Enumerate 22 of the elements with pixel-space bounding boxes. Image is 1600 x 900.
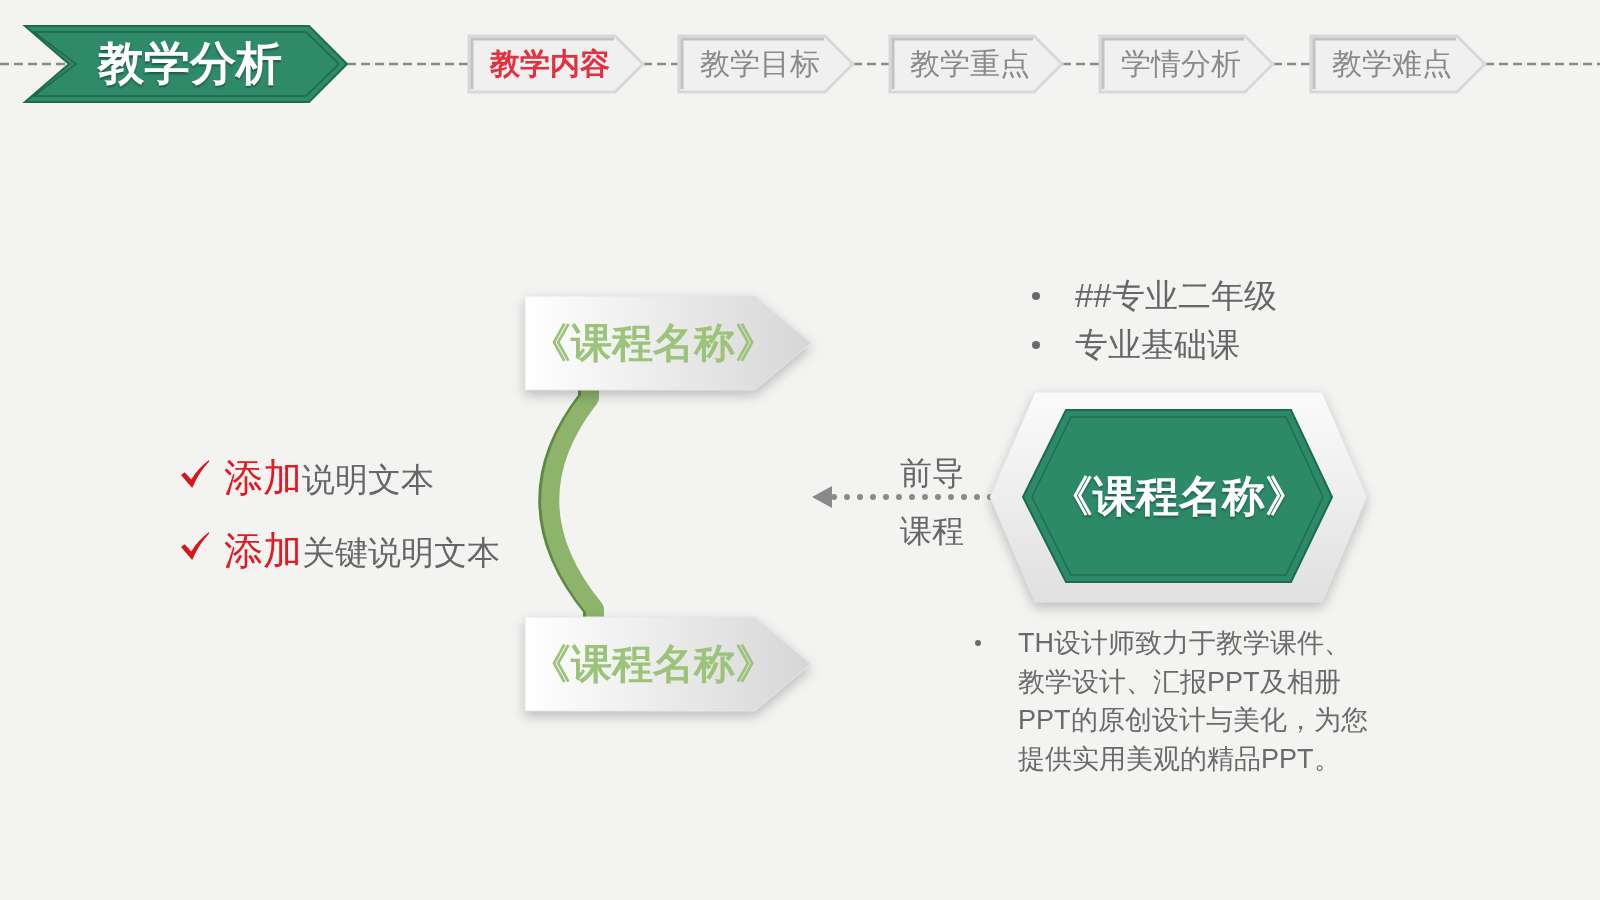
checklist-item: 添加关键说明文本 xyxy=(224,528,500,574)
dashed-line xyxy=(1062,62,1100,66)
title-banner: 教学分析 xyxy=(25,26,347,102)
list-item: ##专业二年级 xyxy=(1075,276,1277,316)
nav-tab: 教学目标 xyxy=(679,36,853,92)
dashed-line xyxy=(853,62,890,66)
dashed-line xyxy=(347,62,469,66)
list-item: 专业基础课 xyxy=(1075,325,1240,365)
nav-tab: 学情分析 xyxy=(1100,36,1273,92)
paragraph: TH设计师致力于教学课件、教学设计、汇报PPT及相册PPT的原创设计与美化，为您提供实用美观的精品PPT。 xyxy=(1018,627,1369,776)
arrow-box: 《课程名称》 xyxy=(525,296,811,390)
nav-tab: 教学重点 xyxy=(890,36,1062,92)
checklist-item: 添加说明文本 xyxy=(224,455,434,501)
edge-label: 前导课程 xyxy=(900,454,965,551)
nav-tab: 教学内容 xyxy=(469,36,643,92)
hexagon-box: 《课程名称》 xyxy=(990,392,1367,602)
arrow-box: 《课程名称》 xyxy=(525,617,811,711)
nav-tab: 教学难点 xyxy=(1311,36,1485,92)
dashed-line xyxy=(643,62,679,66)
dashed-line xyxy=(1273,62,1311,66)
arc-connector xyxy=(541,389,604,618)
dashed-line xyxy=(1485,62,1600,66)
